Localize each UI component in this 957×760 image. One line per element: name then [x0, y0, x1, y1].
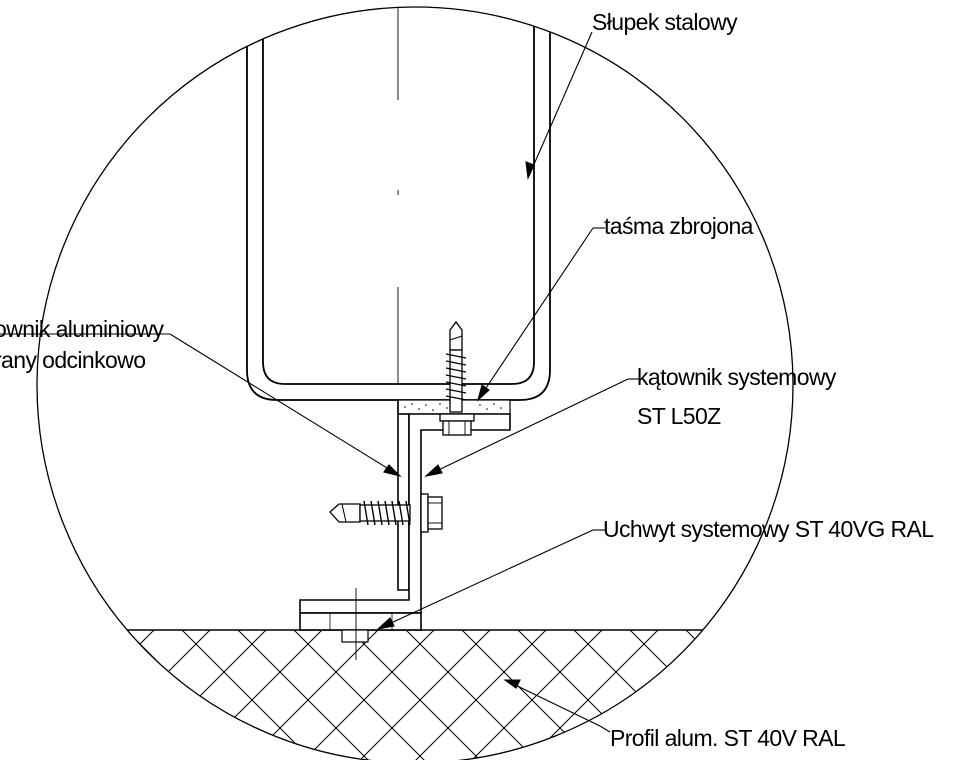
system-holder: [299, 612, 422, 631]
label-system-holder: Uchwyt systemowy ST 40VG RAL: [603, 516, 934, 542]
label-aluminium-angle-line2: rany odcinkowo: [0, 347, 145, 373]
horizontal-screw: [329, 493, 443, 533]
vertical-screw: [439, 320, 475, 436]
steel-post: [246, 7, 551, 401]
label-reinforced-tape: taśma zbrojona: [604, 213, 754, 239]
rivet: [341, 629, 369, 643]
label-steel-post: Słupek stalowy: [592, 9, 738, 35]
label-alu-profile: Profil alum. ST 40V RAL: [610, 725, 846, 751]
leader-lines: [0, 31, 640, 733]
label-system-angle-line2: ST L50Z: [637, 403, 721, 429]
tape-dots: [404, 403, 502, 411]
label-system-angle-line1: kątownik systemowy: [637, 364, 837, 390]
label-aluminium-angle-line1: ownik aluminiowy: [0, 316, 164, 342]
detail-circle: [36, 6, 794, 760]
aluminium-angle: [397, 400, 410, 591]
